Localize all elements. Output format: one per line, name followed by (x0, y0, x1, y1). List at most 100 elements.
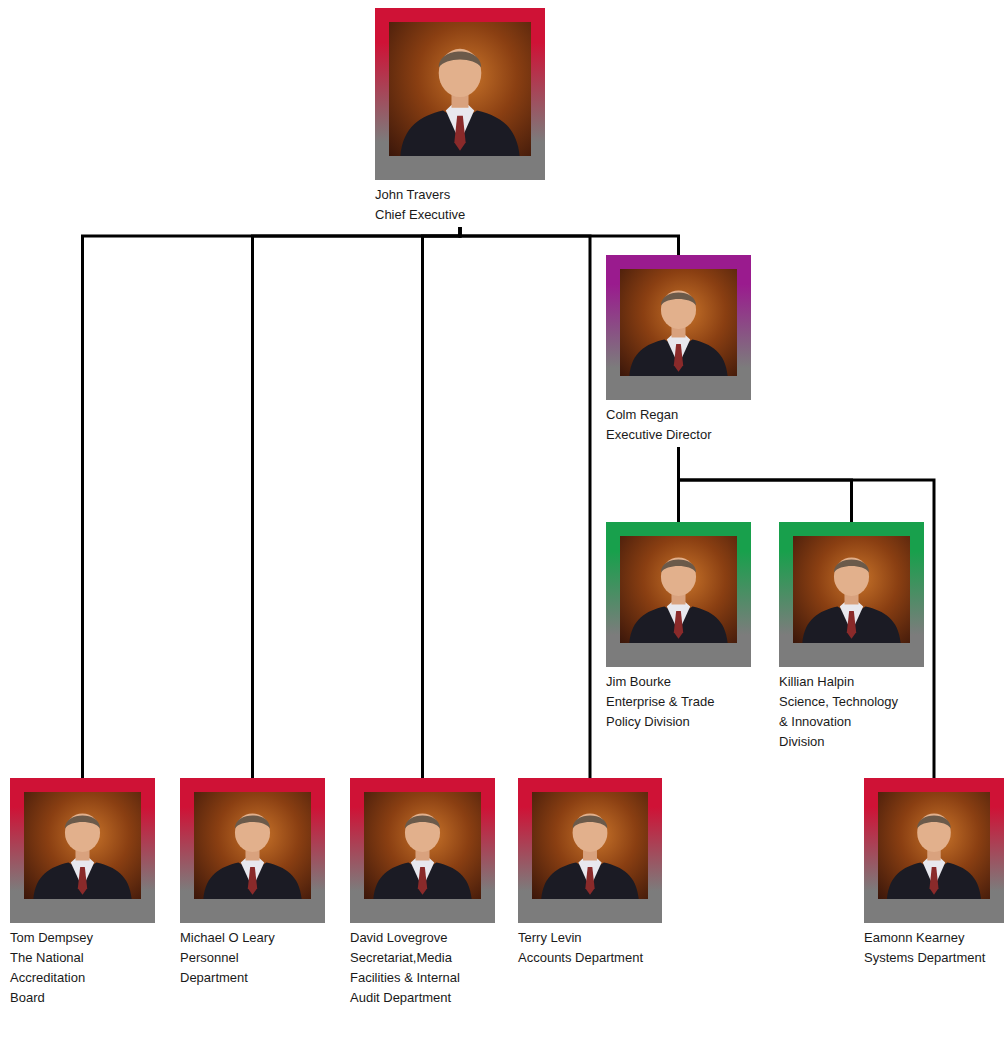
caption-block: John TraversChief Executive (375, 185, 545, 225)
person-card: Terry LevinAccounts Department (518, 778, 698, 968)
portrait (364, 792, 481, 899)
photo-frame (864, 778, 1004, 923)
role-title: Chief Executive (375, 205, 545, 225)
tie (674, 344, 683, 372)
face (235, 813, 270, 852)
photo-frame (518, 778, 662, 923)
caption-block: Colm ReganExecutive Director (606, 405, 756, 445)
photo (389, 22, 531, 156)
person-name: Tom Dempsey (10, 928, 122, 948)
photo-frame (779, 522, 924, 667)
person-card: Jim BourkeEnterprise & Trade Policy Divi… (606, 522, 751, 732)
portrait (389, 22, 531, 156)
suit (887, 863, 981, 899)
suit (400, 110, 519, 156)
photo (620, 536, 737, 643)
person-name: Colm Regan (606, 405, 756, 425)
caption-block: Terry LevinAccounts Department (518, 928, 698, 968)
reporting-line (423, 227, 461, 778)
face (65, 813, 100, 852)
photo-frame (350, 778, 495, 923)
caption-block: Tom DempseyThe National Accreditation Bo… (10, 928, 122, 1008)
role-title: Secretariat,Media Facilities & Internal … (350, 948, 472, 1008)
person-card: Eamonn KearneySystems Department (864, 778, 1004, 968)
tie (78, 867, 87, 895)
hair (661, 560, 696, 573)
hair (439, 51, 482, 67)
reporting-line (679, 447, 852, 522)
portrait (793, 536, 910, 643)
portrait (878, 792, 990, 899)
tie (454, 116, 465, 151)
photo (620, 269, 737, 376)
caption-block: David LovegroveSecretariat,Media Facilit… (350, 928, 472, 1008)
suit (373, 863, 471, 899)
caption-block: Eamonn KearneySystems Department (864, 928, 1002, 968)
person-name: Killian Halpin (779, 672, 899, 692)
face (661, 290, 696, 329)
caption-block: Michael O LearyPersonnel Department (180, 928, 300, 988)
tie (248, 867, 257, 895)
photo-frame (606, 255, 751, 400)
role-title: Personnel Department (180, 948, 300, 988)
tie (930, 867, 939, 895)
person-card: Killian HalpinScience, Technology & Inno… (779, 522, 924, 752)
person-name: Terry Levin (518, 928, 698, 948)
hair (405, 816, 440, 829)
person-card: Michael O LearyPersonnel Department (180, 778, 325, 988)
role-title: The National Accreditation Board (10, 948, 122, 1008)
suit (541, 863, 638, 899)
reporting-line (83, 227, 461, 778)
tie (585, 867, 594, 895)
face (834, 557, 869, 596)
photo-frame (375, 8, 545, 180)
role-title: Accounts Department (518, 948, 698, 968)
hair (661, 293, 696, 306)
suit (33, 863, 131, 899)
person-card: Tom DempseyThe National Accreditation Bo… (10, 778, 155, 1008)
portrait (194, 792, 311, 899)
person-name: Jim Bourke (606, 672, 726, 692)
photo-frame (606, 522, 751, 667)
suit (629, 607, 727, 643)
person-name: John Travers (375, 185, 545, 205)
suit (203, 863, 301, 899)
face (439, 49, 482, 97)
portrait (620, 536, 737, 643)
caption-block: Killian HalpinScience, Technology & Inno… (779, 672, 899, 752)
portrait (532, 792, 648, 899)
person-card: John TraversChief Executive (375, 8, 545, 225)
photo-frame (10, 778, 155, 923)
face (661, 557, 696, 596)
tie (674, 611, 683, 639)
portrait (24, 792, 141, 899)
suit (629, 340, 727, 376)
photo (364, 792, 481, 899)
tie (418, 867, 427, 895)
tie (847, 611, 856, 639)
photo (878, 792, 990, 899)
photo (194, 792, 311, 899)
reporting-line (253, 227, 461, 778)
person-card: David LovegroveSecretariat,Media Facilit… (350, 778, 495, 1008)
person-name: Eamonn Kearney (864, 928, 1002, 948)
person-card: Colm ReganExecutive Director (606, 255, 756, 445)
person-name: Michael O Leary (180, 928, 300, 948)
face (573, 813, 608, 852)
hair (235, 816, 270, 829)
role-title: Systems Department (864, 948, 1002, 968)
face (405, 813, 440, 852)
suit (802, 607, 900, 643)
hair (65, 816, 100, 829)
role-title: Science, Technology & Innovation Divisio… (779, 692, 899, 752)
hair (834, 560, 869, 573)
hair (573, 816, 608, 829)
photo (24, 792, 141, 899)
face (917, 813, 951, 852)
photo (532, 792, 648, 899)
portrait (620, 269, 737, 376)
person-name: David Lovegrove (350, 928, 472, 948)
caption-block: Jim BourkeEnterprise & Trade Policy Divi… (606, 672, 726, 732)
role-title: Enterprise & Trade Policy Division (606, 692, 726, 732)
